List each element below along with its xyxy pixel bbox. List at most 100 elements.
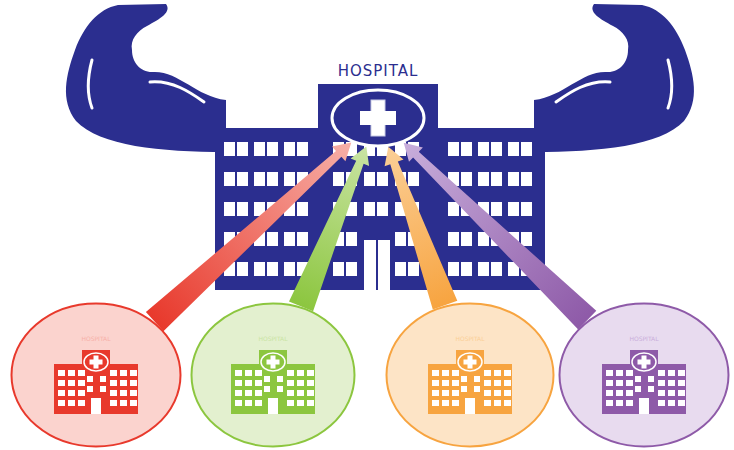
icon-window	[287, 380, 294, 386]
icon-window	[78, 390, 85, 396]
icon-window	[87, 386, 93, 392]
icon-window	[452, 370, 459, 376]
icon-window	[442, 400, 449, 406]
window-pane	[333, 142, 344, 156]
icon-window	[68, 380, 75, 386]
window-pane	[254, 142, 265, 156]
icon-window	[494, 370, 501, 376]
icon-cross-ring	[458, 353, 482, 371]
window-pane	[521, 172, 532, 186]
door-split	[376, 240, 378, 290]
icon-window	[120, 380, 127, 386]
icon-window	[616, 380, 623, 386]
icon-window	[658, 380, 665, 386]
icon-window	[648, 376, 654, 382]
icon-window	[120, 390, 127, 396]
tapered-arrow	[146, 142, 351, 331]
window-pane	[395, 202, 406, 216]
window-pane	[237, 172, 248, 186]
arm-shape	[534, 4, 694, 152]
icon-window	[504, 400, 511, 406]
icon-window	[245, 390, 252, 396]
hospital-icon	[225, 342, 321, 416]
icon-door	[465, 398, 475, 414]
hospital-sign: HOSPITAL	[190, 335, 356, 342]
icon-window	[297, 370, 304, 376]
icon-window	[287, 400, 294, 406]
hospital-sign: HOSPITAL	[318, 60, 438, 82]
window-pane	[508, 142, 519, 156]
icon-window	[78, 370, 85, 376]
window-pane	[254, 202, 265, 216]
icon-window	[626, 380, 633, 386]
icon-window	[307, 400, 314, 406]
icon-window	[68, 390, 75, 396]
icon-window	[432, 380, 439, 386]
icon-window	[442, 370, 449, 376]
icon-window	[432, 400, 439, 406]
window-pane	[237, 232, 248, 246]
window-pane	[478, 262, 489, 276]
icon-window	[668, 390, 675, 396]
window-pane	[508, 202, 519, 216]
member-hospital: HOSPITAL	[558, 302, 730, 448]
icon-cross	[638, 360, 651, 365]
icon-window	[606, 380, 613, 386]
window-pane	[333, 202, 344, 216]
window-pane	[267, 202, 278, 216]
icon-window	[307, 380, 314, 386]
window-pane	[395, 262, 406, 276]
window-pane	[521, 232, 532, 246]
icon-window	[678, 400, 685, 406]
icon-window	[616, 370, 623, 376]
icon-window	[58, 400, 65, 406]
icon-window	[648, 386, 654, 392]
icon-window	[277, 386, 283, 392]
icon-window	[635, 376, 641, 382]
window-pane	[491, 172, 502, 186]
circle-outline	[12, 304, 181, 447]
emblem-ring	[332, 90, 424, 146]
icon-window	[287, 370, 294, 376]
arm-highlight	[668, 60, 672, 108]
member-hospital: HOSPITAL	[385, 302, 555, 448]
arm-highlight	[88, 60, 92, 108]
icon-window	[255, 380, 262, 386]
icon-door	[268, 398, 278, 414]
icon-window	[110, 380, 117, 386]
window-pane	[491, 232, 502, 246]
icon-window	[130, 370, 137, 376]
hospital-sign: HOSPITAL	[10, 335, 182, 342]
hospital-icon	[48, 342, 144, 416]
tapered-arrow	[385, 147, 458, 310]
icon-window	[461, 386, 467, 392]
window-pane	[346, 172, 357, 186]
icon-window	[668, 380, 675, 386]
icon-cross-ring	[261, 353, 285, 371]
icon-window	[658, 400, 665, 406]
icon-window	[110, 390, 117, 396]
window-pane	[478, 202, 489, 216]
tapered-arrow	[404, 143, 597, 330]
icon-window	[432, 390, 439, 396]
icon-window	[120, 370, 127, 376]
window-pane	[267, 142, 278, 156]
icon-window	[255, 390, 262, 396]
window-pane	[254, 172, 265, 186]
icon-window	[120, 400, 127, 406]
icon-cross	[90, 360, 103, 365]
icon-window	[297, 390, 304, 396]
icon-window	[504, 380, 511, 386]
icon-window	[668, 400, 675, 406]
icon-window	[442, 390, 449, 396]
window-pane	[448, 262, 459, 276]
window-pane	[333, 172, 344, 186]
icon-window	[255, 400, 262, 406]
hospital-sign: HOSPITAL	[385, 335, 555, 342]
window-pane	[491, 142, 502, 156]
window-pane	[521, 142, 532, 156]
icon-window	[474, 386, 480, 392]
icon-window	[452, 380, 459, 386]
window-pane	[448, 142, 459, 156]
